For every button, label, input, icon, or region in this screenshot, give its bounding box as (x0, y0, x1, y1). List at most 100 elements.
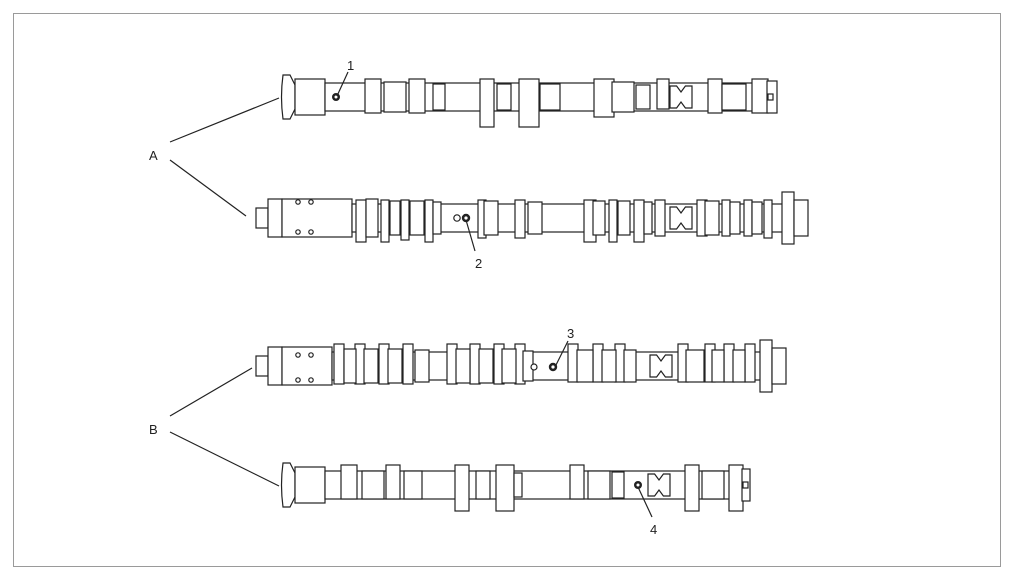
bearing-journal (539, 83, 561, 111)
bearing-journal (704, 200, 720, 236)
leader-b-lower (169, 431, 280, 487)
bearing-journal (729, 201, 741, 235)
oil-hole (453, 214, 461, 222)
cam-lobe (479, 78, 495, 128)
shaft-hub (294, 78, 326, 116)
oil-hole (295, 229, 301, 235)
bearing-journal (601, 349, 617, 383)
cam-lobe (744, 343, 756, 383)
shaft-nose (255, 207, 269, 229)
cam-lobe (333, 343, 345, 385)
shaft-break (649, 354, 673, 378)
cam-lobe (495, 464, 515, 512)
bearing-journal (732, 349, 746, 383)
bearing-journal (643, 201, 653, 235)
sprocket-hub (281, 346, 333, 386)
end-mark (742, 481, 749, 489)
cam-lobe (385, 464, 401, 500)
label-group-b: B (149, 422, 158, 437)
bearing-journal (409, 200, 425, 236)
shaft-break (669, 206, 693, 230)
oil-hole (530, 363, 538, 371)
callout-2: 2 (475, 256, 482, 271)
bearing-journal (617, 200, 631, 236)
camshaft-a-2 (255, 191, 809, 245)
oil-hole-core (334, 95, 338, 99)
bearing-journal (592, 200, 606, 236)
bearing-journal (363, 348, 379, 384)
leader-callout-3 (554, 340, 569, 368)
bearing-journal (414, 349, 430, 383)
drawing-frame (13, 13, 1001, 567)
shaft-end (771, 347, 787, 385)
shaft-collar (267, 198, 283, 238)
leader-a-upper (169, 97, 280, 143)
oil-hole (308, 352, 314, 358)
cam-lobe (569, 464, 585, 500)
oil-hole-core (551, 365, 555, 369)
oil-hole (308, 377, 314, 383)
oil-hole (295, 199, 301, 205)
bearing-journal (383, 81, 407, 113)
leader-a-lower (169, 159, 247, 217)
leader-callout-1 (336, 71, 349, 97)
bearing-journal (501, 348, 517, 384)
bearing-journal (711, 349, 725, 383)
flange-plate (781, 191, 795, 245)
bearing-journal (455, 348, 471, 384)
bearing-journal (389, 200, 401, 236)
cam-lobe (743, 199, 753, 237)
camshafts (255, 74, 809, 512)
flange (280, 74, 296, 120)
cam-lobe (684, 464, 700, 512)
bearing-journal (478, 348, 494, 384)
bearing-journal (721, 83, 747, 111)
cam-lobe (721, 199, 731, 237)
cam-lobe (728, 464, 744, 512)
cam-lobe (364, 78, 382, 114)
leader-callout-4 (637, 486, 653, 518)
cam-lobe (593, 78, 615, 118)
cam-lobe (454, 464, 470, 512)
bearing-journal (387, 348, 403, 384)
bearing-journal (587, 470, 611, 500)
flange (280, 462, 296, 508)
cam-lobe (763, 199, 773, 239)
shaft-hub (294, 466, 326, 504)
shaft-collar (267, 346, 283, 386)
bearing-journal (576, 349, 594, 383)
leader-b-upper (169, 367, 253, 417)
cam-lobe (751, 78, 769, 114)
camshaft-b-1 (255, 339, 787, 393)
cam-lobe (608, 199, 618, 243)
bearing-journal (513, 472, 523, 498)
label-group-a: A (149, 148, 158, 163)
bearing-journal (361, 470, 385, 500)
bearing-journal (365, 198, 379, 238)
shaft-end (793, 199, 809, 237)
cam-lobe (402, 343, 414, 385)
sprocket-hub (281, 198, 353, 238)
bearing-journal (635, 84, 651, 110)
callout-1: 1 (347, 58, 354, 73)
bearing-journal (343, 348, 357, 384)
oil-hole-core (636, 483, 640, 487)
cam-lobe (633, 199, 645, 243)
bearing-journal (685, 349, 705, 383)
bearing-journal (483, 200, 499, 236)
shaft-break (669, 85, 693, 109)
camshaft-b-2 (280, 462, 751, 512)
cam-lobe (400, 199, 410, 241)
shaft-nose (255, 355, 269, 377)
cam-lobe (514, 199, 526, 239)
bearing-journal (751, 201, 763, 235)
bearing-journal (623, 349, 637, 383)
cam-lobe (654, 199, 666, 237)
oil-hole (295, 377, 301, 383)
camshaft-a-1 (280, 74, 778, 128)
cam-lobe (355, 199, 367, 243)
bearing-journal (527, 201, 543, 235)
oil-hole (295, 352, 301, 358)
cam-lobe (424, 199, 434, 243)
